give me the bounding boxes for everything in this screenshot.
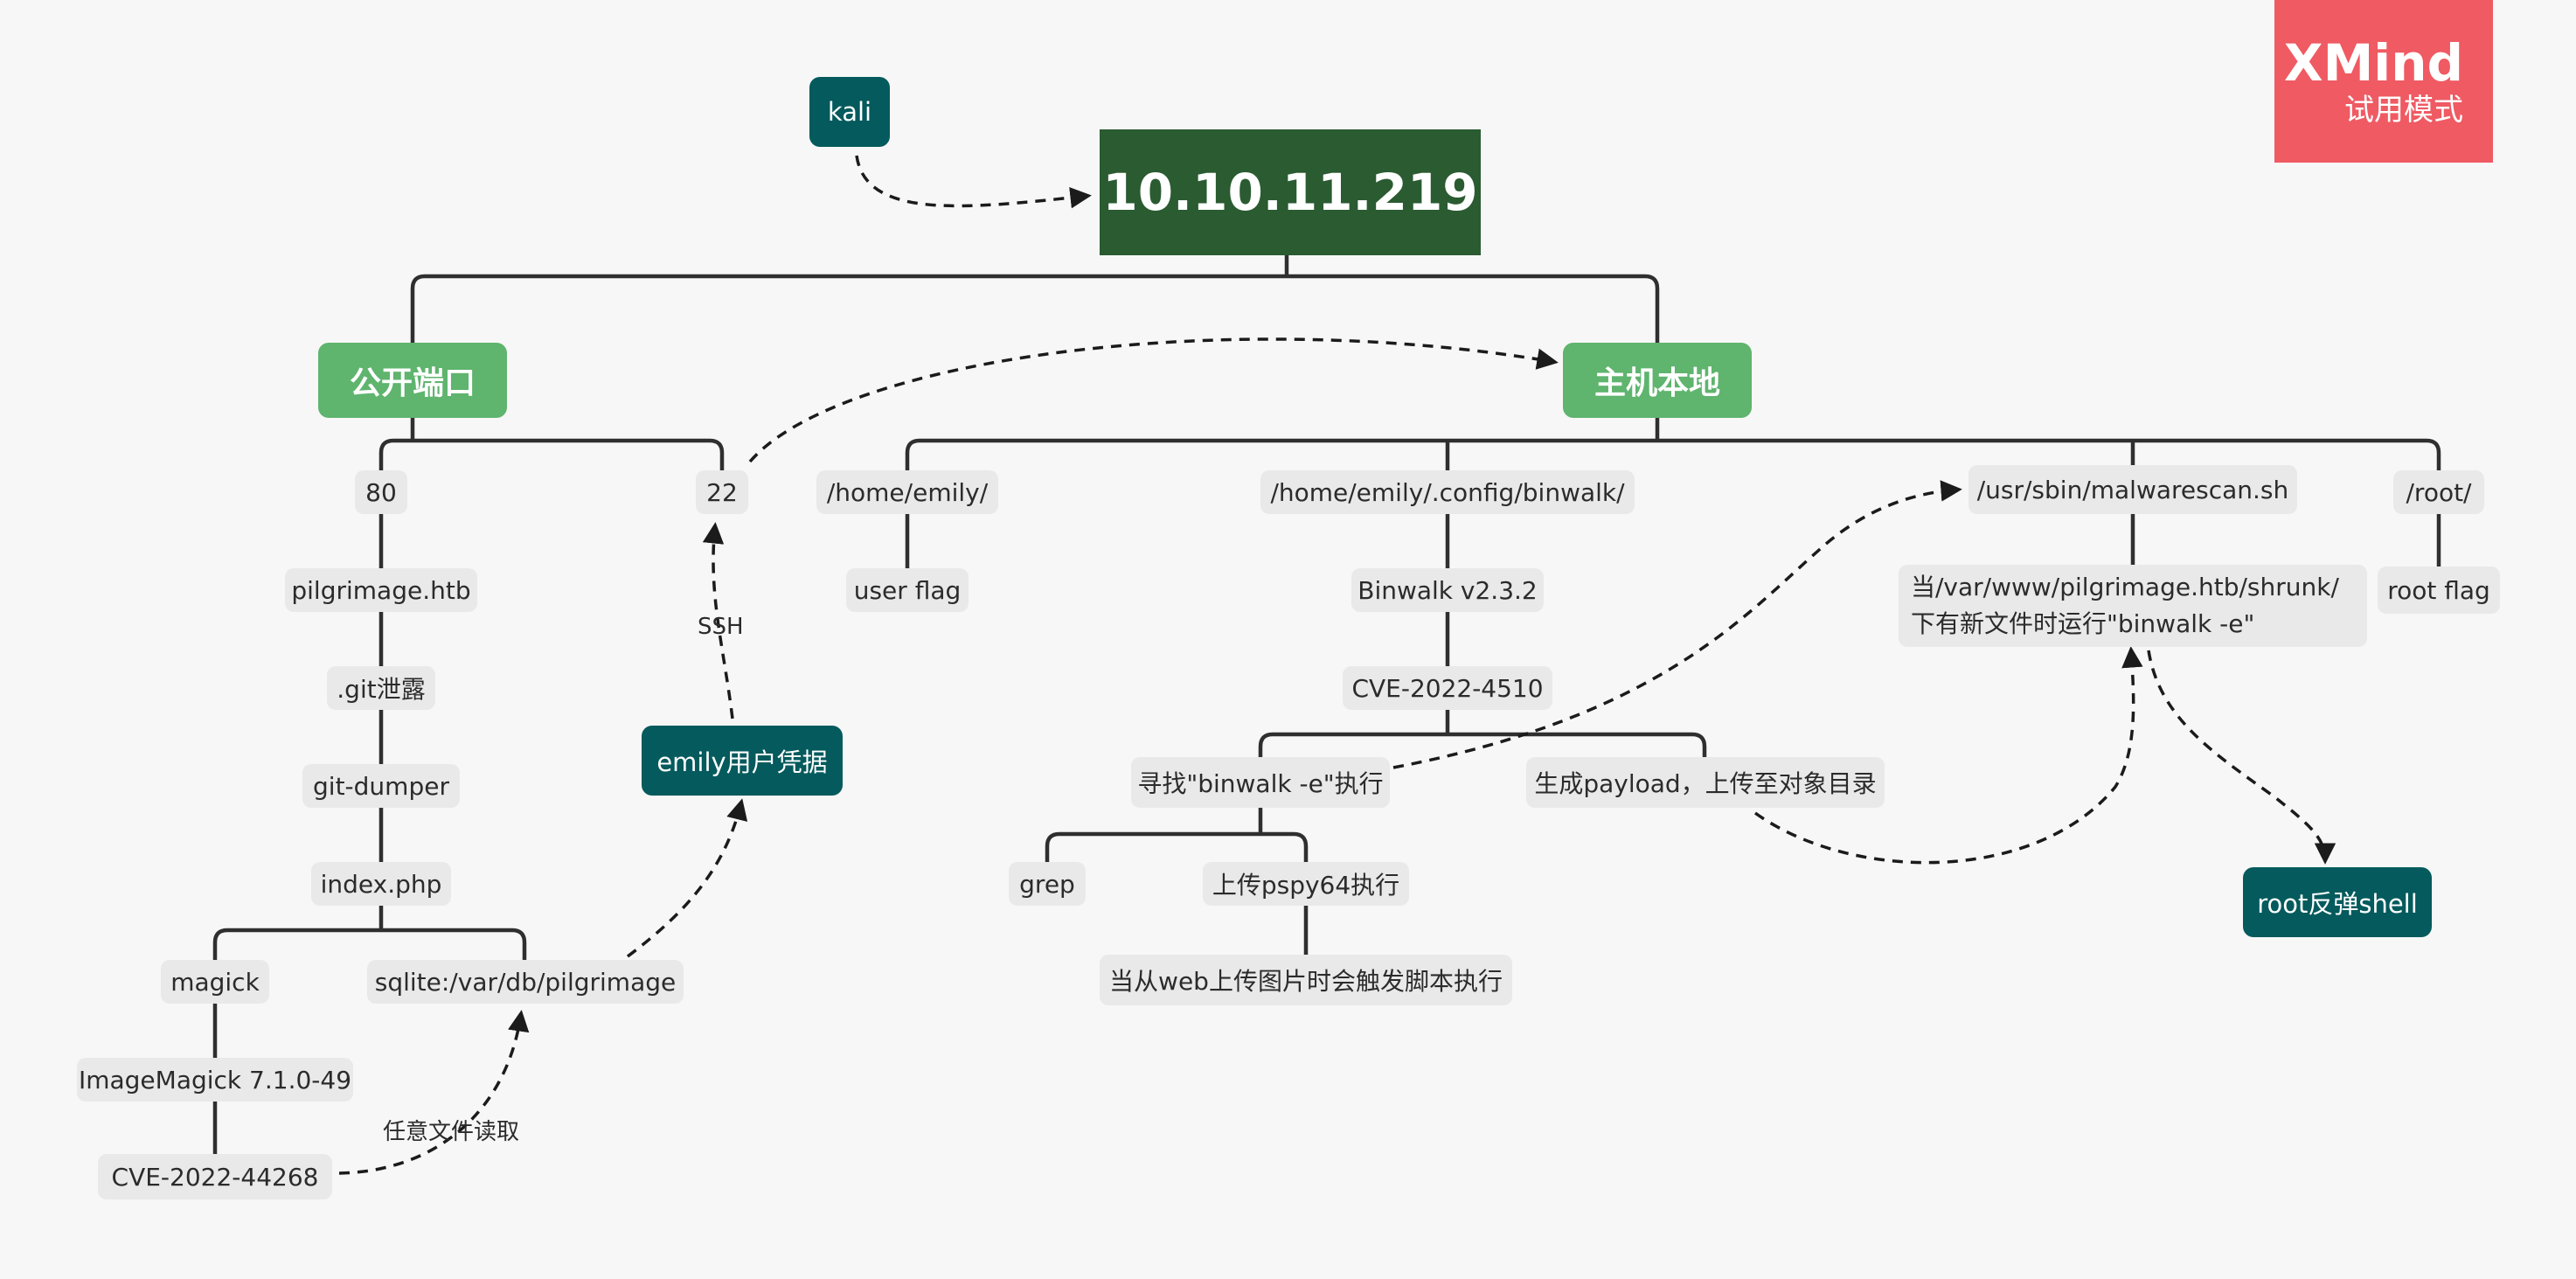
node-imagemagick-version[interactable]: ImageMagick 7.1.0-49 [77,1058,353,1102]
node-generate-payload[interactable]: 生成payload，上传至对象目录 [1526,757,1885,808]
relation-port22-host [748,337,1559,463]
node-root-dir[interactable]: /root/ [2393,470,2484,514]
node-git-leak[interactable]: .git泄露 [327,666,435,710]
node-malwarescan-description[interactable]: 当/var/www/pilgrimage.htb/shrunk/下有新文件时运行… [1899,565,2367,647]
xmind-trial-badge: XMind 试用模式 [2274,0,2493,163]
xmind-logo-text: XMind [2283,33,2463,93]
node-binwalk-version[interactable]: Binwalk v2.3.2 [1351,568,1544,612]
node-magick[interactable]: magick [161,960,269,1004]
node-find-binwalk[interactable]: 寻找"binwalk -e"执行 [1131,757,1390,808]
node-home-emily[interactable]: /home/emily/ [816,470,998,514]
link-find-split [1045,805,1309,865]
topic-host-local[interactable]: 主机本地 [1563,343,1752,418]
node-emily-credentials[interactable]: emily用户凭据 [642,726,843,796]
topic-public-ports[interactable]: 公开端口 [318,343,507,418]
node-malwarescan[interactable]: /usr/sbin/malwarescan.sh [1968,465,2297,514]
relation-payload-desc [1753,646,2143,865]
label-ssh: SSH [698,614,744,640]
relation-find-malwarescan [1392,480,1962,769]
node-cve-2022-4510[interactable]: CVE-2022-4510 [1343,666,1552,710]
relation-creds-ssh [702,522,734,719]
node-web-upload-trigger[interactable]: 当从web上传图片时会触发脚本执行 [1100,955,1512,1005]
node-port-22[interactable]: 22 [696,470,748,514]
root-topic[interactable]: 10.10.11.219 [1100,129,1481,255]
node-cve-2022-44268[interactable]: CVE-2022-44268 [98,1154,332,1199]
link-public-ports [378,415,725,473]
link-index-split [212,903,527,963]
relation-cve-read [338,1010,530,1175]
relation-sqlite-creds [626,798,748,958]
relation-desc-rootshell [2147,650,2336,865]
link-host-local [905,415,2441,473]
node-user-flag[interactable]: user flag [846,568,969,612]
link-root-branches [410,253,1660,345]
node-upload-pspy[interactable]: 上传pspy64执行 [1203,862,1409,906]
label-arbitrary-file-read: 任意文件读取 [383,1119,520,1145]
node-grep[interactable]: grep [1009,862,1086,906]
node-index-php[interactable]: index.php [311,862,451,906]
node-git-dumper[interactable]: git-dumper [302,764,460,808]
link-cve-split [1258,707,1707,760]
node-root-reverse-shell[interactable]: root反弹shell [2243,867,2432,937]
node-binwalk-config[interactable]: /home/emily/.config/binwalk/ [1260,470,1635,514]
node-pilgrimage-htb[interactable]: pilgrimage.htb [285,568,477,612]
node-sqlite[interactable]: sqlite:/var/db/pilgrimage [367,960,684,1004]
node-port-80[interactable]: 80 [355,470,407,514]
trial-mode-text: 试用模式 [2344,93,2463,128]
relation-kali-root [855,155,1092,209]
kali-node[interactable]: kali [809,77,890,147]
node-root-flag[interactable]: root flag [2378,567,2500,614]
